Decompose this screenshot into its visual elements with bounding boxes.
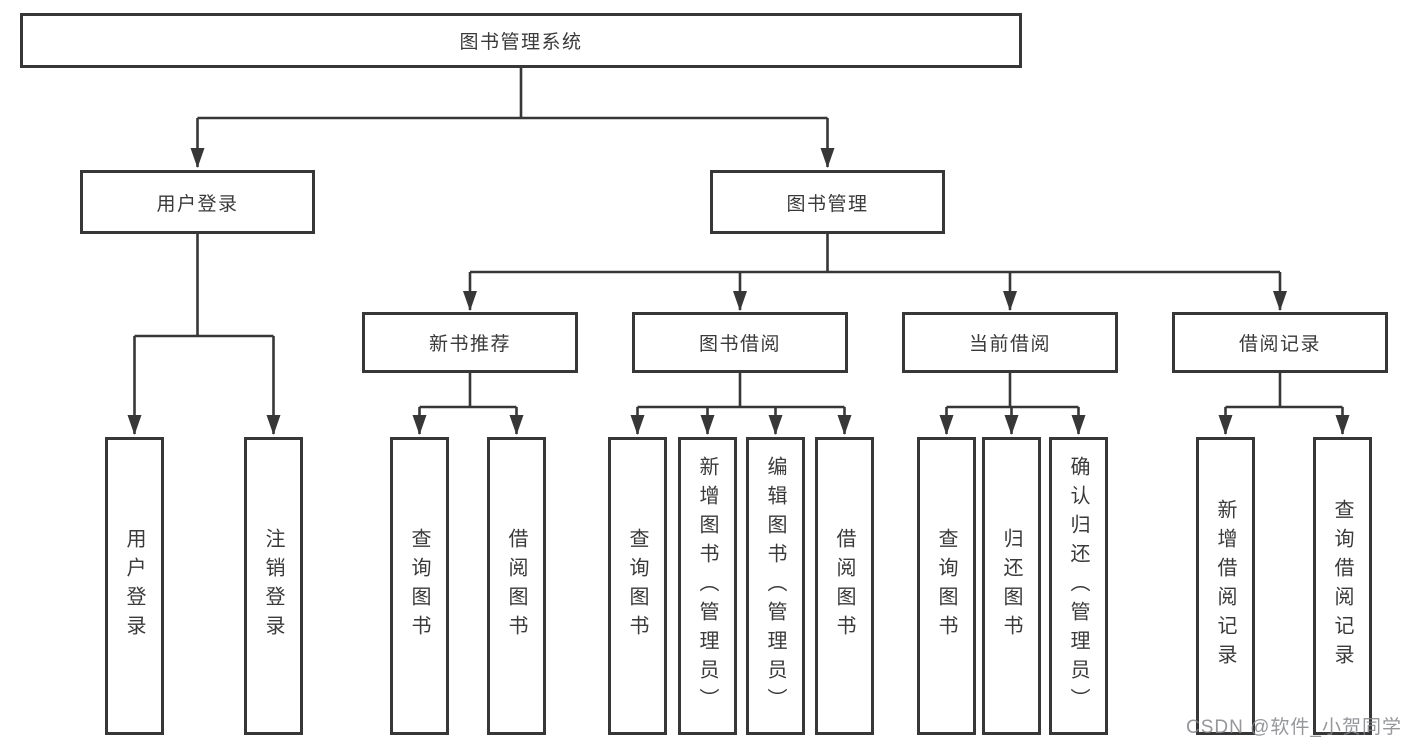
node-logout: 注销登录: [244, 437, 303, 735]
node-book-management: 图书管理: [710, 170, 945, 234]
node-borrow-edit-book: 编辑图书（管理员）: [746, 437, 805, 735]
node-current-confirm-return: 确认归还（管理员）: [1049, 437, 1108, 735]
node-current-borrow: 当前借阅: [902, 312, 1118, 373]
node-new-book-recommend: 新书推荐: [362, 312, 578, 373]
node-borrow-add-book: 新增图书（管理员）: [678, 437, 737, 735]
node-borrow-borrow-book: 借阅图书: [815, 437, 874, 735]
node-recommend-query-book: 查询图书: [390, 437, 449, 735]
node-current-query-book: 查询图书: [917, 437, 976, 735]
node-login: 用户登录: [105, 437, 164, 735]
node-user-login: 用户登录: [80, 170, 315, 234]
node-records-add-record: 新增借阅记录: [1196, 437, 1255, 735]
node-current-return-book: 归还图书: [982, 437, 1041, 735]
node-borrow-query-book: 查询图书: [608, 437, 667, 735]
csdn-watermark: CSDN @软件_小贺同学: [1186, 717, 1402, 738]
node-borrow-records: 借阅记录: [1172, 312, 1388, 373]
node-records-query-record: 查询借阅记录: [1313, 437, 1372, 735]
node-book-borrow: 图书借阅: [632, 312, 848, 373]
node-recommend-borrow-book: 借阅图书: [487, 437, 546, 735]
node-root: 图书管理系统: [20, 13, 1022, 68]
